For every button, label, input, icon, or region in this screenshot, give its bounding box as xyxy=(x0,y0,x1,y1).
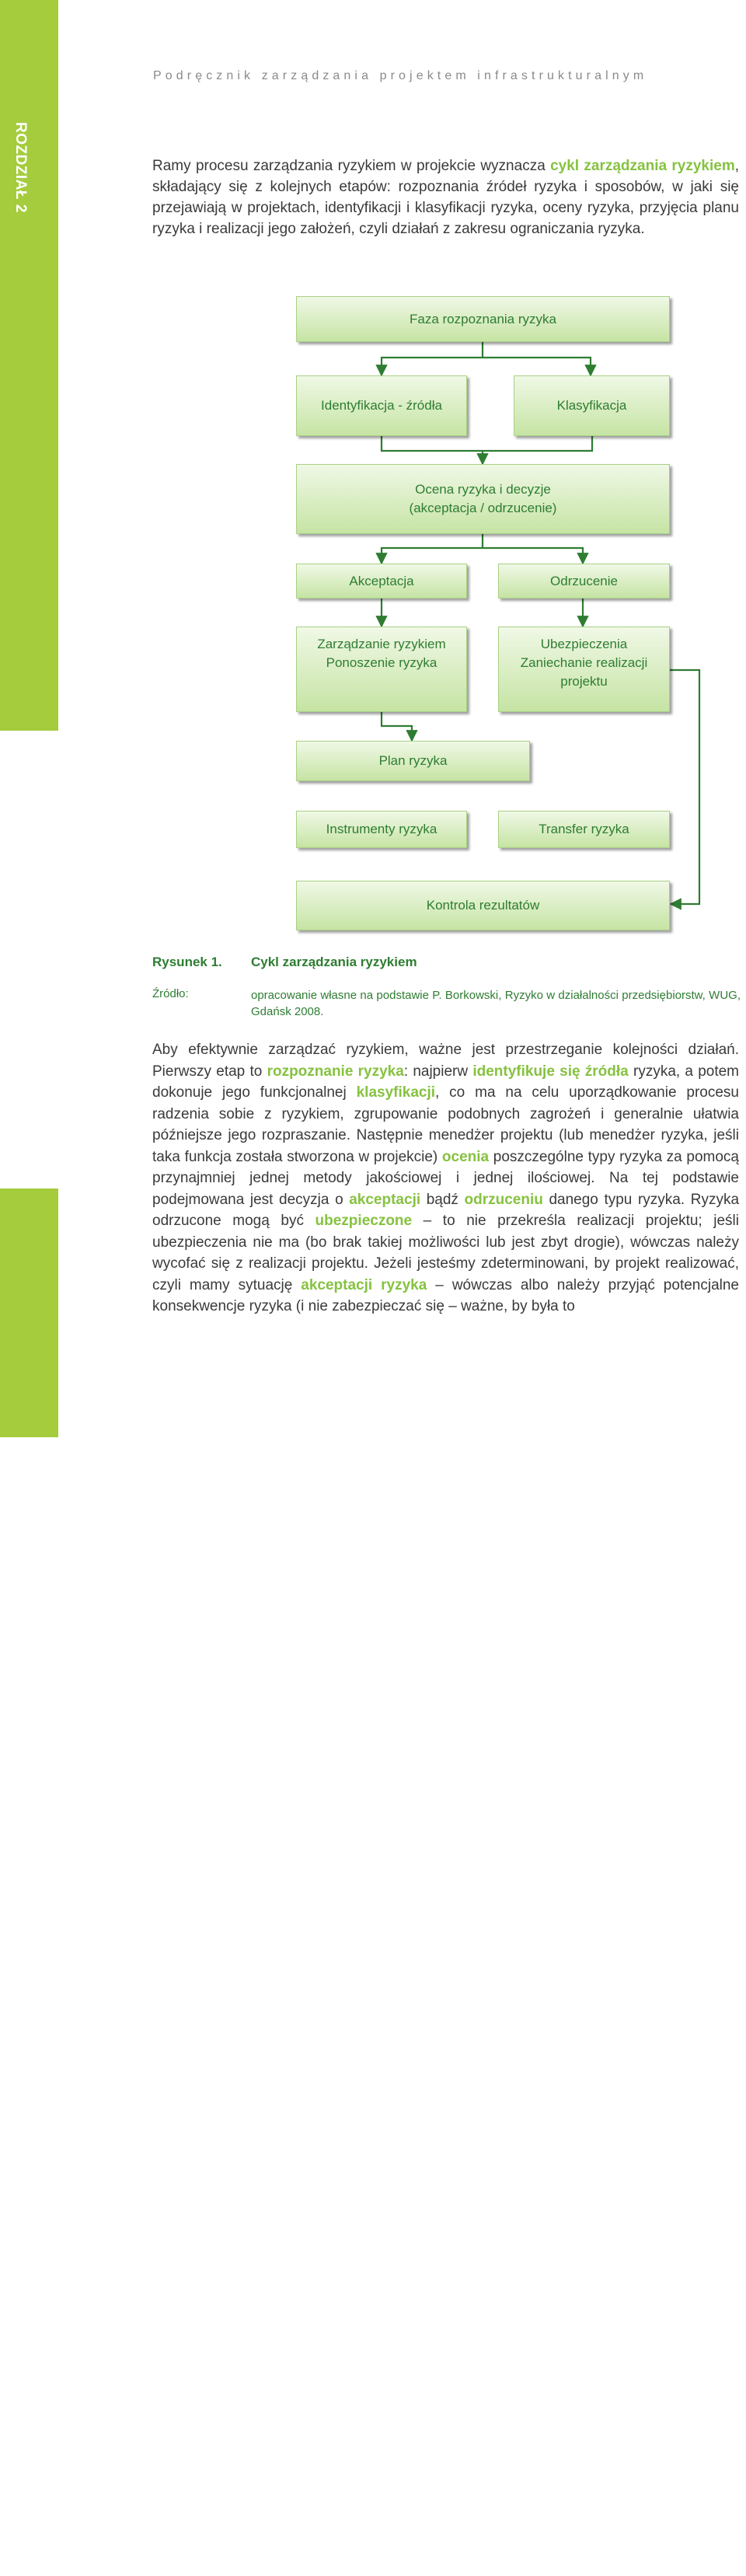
figure-label: Rysunek 1. xyxy=(152,955,222,969)
body-text: bądź xyxy=(420,1191,465,1208)
box-faza-label: Faza rozpoznania ryzyka xyxy=(410,311,556,326)
box-akceptacja: Akceptacja xyxy=(296,564,467,599)
page-sidebar: Strona | 32 xyxy=(0,1189,58,2576)
box-transfer: Transfer ryzyka xyxy=(498,811,670,848)
diagram-connectors xyxy=(375,342,701,910)
body-text: – to nie przekreśla realizacji projektu;… xyxy=(152,1213,739,1293)
box-klasyfikacja-label: Klasyfikacja xyxy=(556,398,627,413)
box-ubezpieczenia-line1: Ubezpieczenia xyxy=(540,637,628,651)
page-number-label: Strona | 32 xyxy=(0,2449,17,2576)
box-kontrola: Kontrola rezultatów xyxy=(296,881,670,930)
body-highlight: ubezpieczone xyxy=(315,1213,413,1229)
body-text: poszczególne typy ryzyka za pomocą przyn… xyxy=(152,1148,739,1208)
intro-highlight: cykl zarządzania ryzykiem xyxy=(550,158,735,174)
body-highlight: odrzuceniu xyxy=(464,1191,543,1208)
box-plan: Plan ryzyka xyxy=(296,741,530,781)
box-identyfikacja-label: Identyfikacja - źródła xyxy=(321,398,442,413)
body-paragraph: Aby efektywnie zarządzać ryzykiem, ważne… xyxy=(152,1039,739,1318)
box-ocena-line1: Ocena ryzyka i decyzje xyxy=(415,482,551,497)
running-header: Podręcznik zarządzania projektem infrast… xyxy=(153,69,648,82)
figure-title: Cykl zarządzania ryzykiem xyxy=(251,955,417,969)
box-transfer-label: Transfer ryzyka xyxy=(539,822,629,836)
body-text: ryzyka, a potem dokonuje jego funkcjonal… xyxy=(152,1063,740,1101)
body-highlight: akceptacji ryzyka xyxy=(301,1276,427,1293)
body-highlight: rozpoznanie ryzyka xyxy=(267,1063,404,1080)
box-akceptacja-label: Akceptacja xyxy=(349,573,414,588)
box-odrzucenie: Odrzucenie xyxy=(498,564,670,599)
box-odrzucenie-label: Odrzucenie xyxy=(550,573,618,588)
box-kontrola-label: Kontrola rezultatów xyxy=(426,898,540,913)
box-zarzadzanie-line2: Ponoszenie ryzyka xyxy=(326,655,437,670)
source-label: Źródło: xyxy=(152,987,189,1000)
box-identyfikacja: Identyfikacja - źródła xyxy=(296,375,467,436)
box-ocena-line2: (akceptacja / odrzucenie) xyxy=(409,501,557,515)
body-text: danego typu ryzyka. Ryzyka odrzucone mog… xyxy=(152,1191,740,1230)
body-highlight: ocenia xyxy=(441,1148,490,1165)
box-zarzadzanie-line1: Zarządzanie ryzykiem xyxy=(317,637,446,651)
intro-text-1: Ramy procesu zarządzania ryzykiem w proj… xyxy=(152,158,551,174)
intro-text-2: , składający się z kolejnych etapów: roz… xyxy=(152,158,739,237)
box-ubezpieczenia: Ubezpieczenia Zaniechanie realizacji pro… xyxy=(498,627,670,712)
box-ocena: Ocena ryzyka i decyzje (akceptacja / odr… xyxy=(296,464,670,534)
box-klasyfikacja: Klasyfikacja xyxy=(514,375,670,436)
source-text: opracowanie własne na podstawie P. Borko… xyxy=(251,989,741,1018)
page-separator: | xyxy=(0,2525,17,2531)
page-number: 32 xyxy=(0,2542,17,2576)
body-text: – wówczas albo należy przyjąć potencjaln… xyxy=(152,1276,739,1315)
box-plan-label: Plan ryzyka xyxy=(378,753,448,768)
box-ubezpieczenia-line2: Zaniechanie realizacji xyxy=(520,655,648,670)
body-text: Aby efektywnie zarządzać ryzykiem, ważne… xyxy=(152,1042,739,1080)
box-instrumenty: Instrumenty ryzyka xyxy=(296,811,467,848)
box-zarzadzanie: Zarządzanie ryzykiem Ponoszenie ryzyka xyxy=(296,627,467,712)
body-highlight: identyfikuje się źródła xyxy=(472,1063,629,1080)
box-instrumenty-label: Instrumenty ryzyka xyxy=(326,822,437,836)
chapter-sidebar: ROZDZIAŁ 2 xyxy=(0,0,58,731)
intro-paragraph: Ramy procesu zarządzania ryzykiem w proj… xyxy=(152,155,739,239)
body-highlight: akceptacji xyxy=(349,1191,421,1208)
box-ubezpieczenia-line3: projektu xyxy=(560,674,608,689)
page-word: Strona xyxy=(0,2449,12,2522)
box-faza-rozpoznania: Faza rozpoznania ryzyka xyxy=(296,296,670,342)
body-text: : najpierw xyxy=(403,1063,473,1080)
body-highlight: klasyfikacji xyxy=(356,1084,436,1101)
body-text: , co ma na celu uporządkowanie procesu r… xyxy=(152,1084,739,1165)
